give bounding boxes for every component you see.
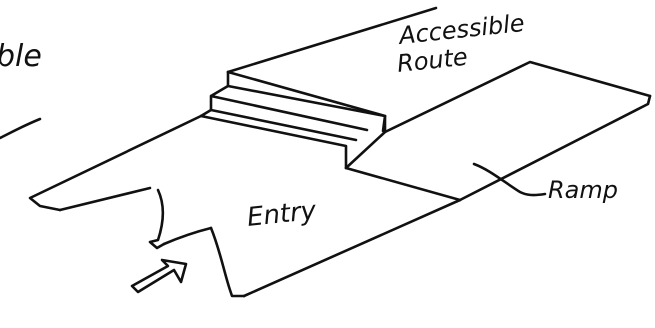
step-riser-right [344, 114, 387, 170]
ramp-base-line [344, 166, 462, 202]
label-entry: Entry [246, 196, 319, 233]
label-ramp: Ramp [548, 176, 618, 204]
label-cutoff-accessible: ble [0, 39, 42, 74]
top-step-edge [226, 6, 438, 74]
left-leader-line [0, 117, 42, 140]
entry-opening [162, 226, 213, 246]
top-step-front [226, 70, 387, 133]
landing-front-edge [242, 198, 462, 298]
ramp-right-edge [458, 94, 652, 202]
entry-arrow [130, 258, 188, 294]
ramp-top-edge [383, 60, 652, 134]
step-top-line [226, 70, 387, 118]
landing-far-edge [58, 186, 152, 212]
second-step [209, 84, 369, 142]
third-step [199, 108, 348, 170]
right-wall [209, 226, 246, 298]
landing-left-edge [28, 114, 203, 212]
label-route: Route [396, 43, 469, 78]
left-wall [148, 188, 166, 250]
ramp-leader-line [472, 162, 547, 197]
